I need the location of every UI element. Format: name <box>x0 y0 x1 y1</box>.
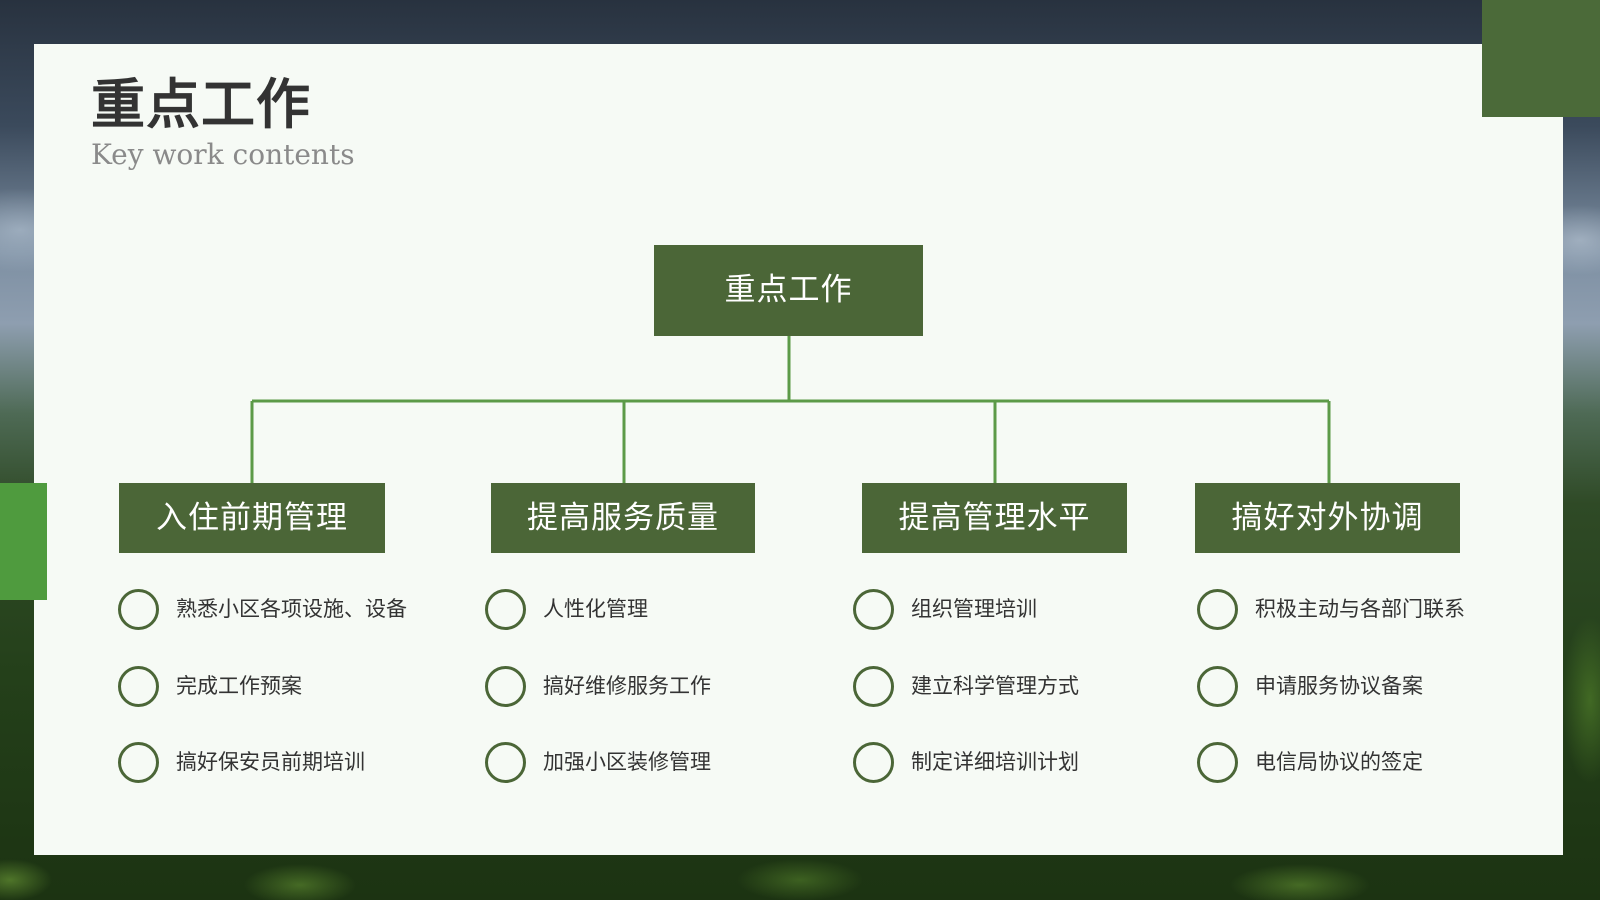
item-label: 完成工作预案 <box>176 674 302 698</box>
list-item: 建立科学管理方式 <box>853 666 1213 707</box>
item-label: 人性化管理 <box>543 597 648 621</box>
content-card <box>34 44 1563 855</box>
circle-bullet-icon <box>118 742 159 783</box>
branch-node-1: 入住前期管理 <box>119 483 385 553</box>
list-item: 积极主动与各部门联系 <box>1197 589 1557 630</box>
list-item: 组织管理培训 <box>853 589 1213 630</box>
list-item: 人性化管理 <box>485 589 845 630</box>
circle-bullet-icon <box>485 742 526 783</box>
item-label: 制定详细培训计划 <box>911 750 1079 774</box>
circle-bullet-icon <box>485 666 526 707</box>
circle-bullet-icon <box>1197 666 1238 707</box>
circle-bullet-icon <box>853 742 894 783</box>
circle-bullet-icon <box>118 666 159 707</box>
item-label: 申请服务协议备案 <box>1255 674 1423 698</box>
list-item: 加强小区装修管理 <box>485 742 845 783</box>
item-label: 加强小区装修管理 <box>543 750 711 774</box>
item-label: 组织管理培训 <box>911 597 1037 621</box>
list-item: 完成工作预案 <box>118 666 478 707</box>
item-label: 积极主动与各部门联系 <box>1255 597 1465 621</box>
item-label: 建立科学管理方式 <box>911 674 1079 698</box>
item-label: 搞好维修服务工作 <box>543 674 711 698</box>
corner-accent-block <box>1482 0 1600 117</box>
list-item: 电信局协议的签定 <box>1197 742 1557 783</box>
circle-bullet-icon <box>853 666 894 707</box>
list-item: 申请服务协议备案 <box>1197 666 1557 707</box>
circle-bullet-icon <box>853 589 894 630</box>
item-label: 电信局协议的签定 <box>1255 750 1423 774</box>
branch-items-1: 熟悉小区各项设施、设备 完成工作预案 搞好保安员前期培训 <box>118 0 478 900</box>
branch-items-4: 积极主动与各部门联系 申请服务协议备案 电信局协议的签定 <box>1197 0 1557 900</box>
list-item: 制定详细培训计划 <box>853 742 1213 783</box>
circle-bullet-icon <box>1197 589 1238 630</box>
circle-bullet-icon <box>118 589 159 630</box>
circle-bullet-icon <box>1197 742 1238 783</box>
slide-title: 重点工作 <box>91 72 311 136</box>
slide-subtitle: Key work contents <box>91 138 355 171</box>
branch-node-2: 提高服务质量 <box>491 483 755 553</box>
branch-items-3: 组织管理培训 建立科学管理方式 制定详细培训计划 <box>853 0 1213 900</box>
list-item: 搞好维修服务工作 <box>485 666 845 707</box>
item-label: 搞好保安员前期培训 <box>176 750 365 774</box>
branch-node-3: 提高管理水平 <box>862 483 1127 553</box>
side-accent-block <box>0 483 47 600</box>
list-item: 熟悉小区各项设施、设备 <box>118 589 478 630</box>
root-node: 重点工作 <box>654 245 923 336</box>
circle-bullet-icon <box>485 589 526 630</box>
list-item: 搞好保安员前期培训 <box>118 742 478 783</box>
branch-node-4: 搞好对外协调 <box>1195 483 1460 553</box>
branch-items-2: 人性化管理 搞好维修服务工作 加强小区装修管理 <box>485 0 845 900</box>
item-label: 熟悉小区各项设施、设备 <box>176 597 407 621</box>
